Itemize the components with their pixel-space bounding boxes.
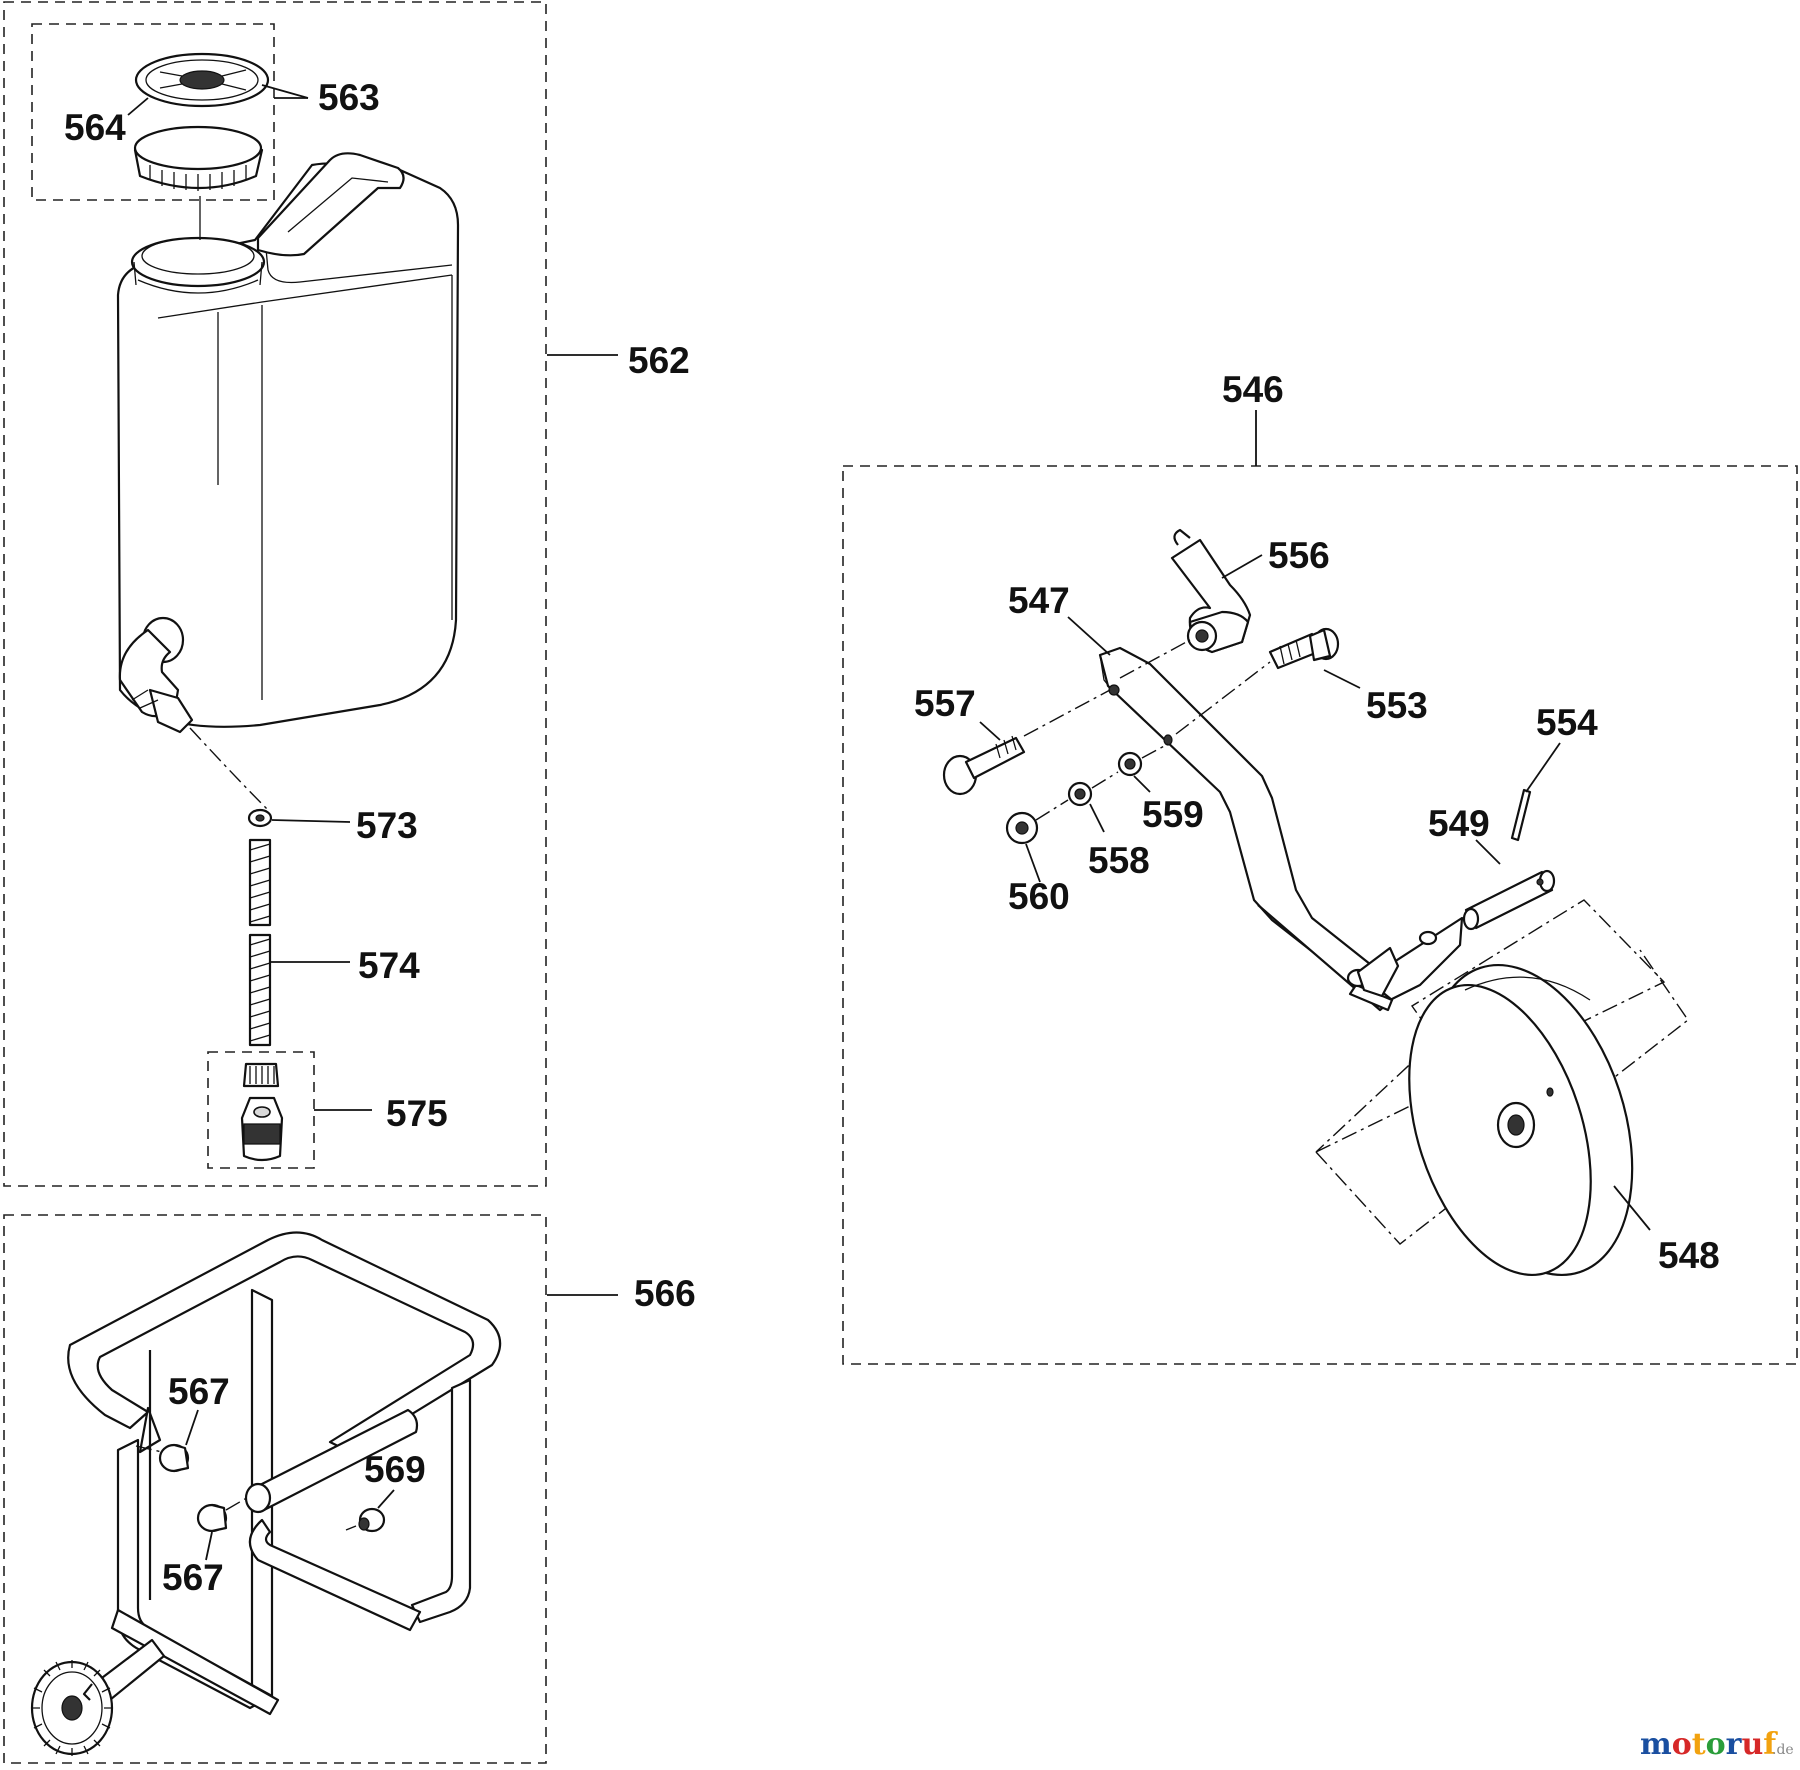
watermark-logo: motoruf .de	[1640, 1727, 1794, 1762]
callout-566: 566	[634, 1273, 696, 1314]
end-cap-lower	[196, 1503, 228, 1533]
watermark-letter: o	[1672, 1727, 1692, 1762]
watermark-letter: f	[1763, 1727, 1778, 1762]
lock-nut	[1005, 811, 1039, 845]
wheel-kit-group	[842, 410, 1798, 1365]
watermark-letter: u	[1741, 1727, 1763, 1762]
suction-hose	[248, 838, 272, 1047]
water-tank	[116, 152, 460, 728]
callout-575: 575	[386, 1093, 448, 1134]
cotter-pin	[1510, 788, 1532, 842]
axle-bolt	[1268, 627, 1340, 670]
callout-560: 560	[1008, 876, 1070, 917]
callout-559: 559	[1142, 794, 1204, 835]
rubber-foot	[358, 1507, 386, 1533]
watermark-letter: t	[1692, 1727, 1706, 1762]
clamp-lever	[1170, 528, 1252, 654]
callout-567-upper: 567	[168, 1371, 230, 1412]
callout-574: 574	[358, 945, 420, 986]
callout-548: 548	[1658, 1235, 1720, 1276]
outlet-elbow	[118, 616, 194, 734]
callout-558: 558	[1088, 840, 1150, 881]
drive-sprocket	[30, 1660, 114, 1756]
callout-553: 553	[1366, 685, 1428, 726]
callout-546: 546	[1222, 369, 1284, 410]
carriage-bolt	[942, 735, 1026, 796]
callout-563: 563	[318, 77, 380, 118]
watermark-suffix: .de	[1772, 1742, 1794, 1758]
end-cap-upper	[158, 1443, 190, 1473]
callout-557: 557	[914, 683, 976, 724]
callout-549: 549	[1428, 803, 1490, 844]
cap-label-disc	[134, 52, 270, 108]
wheel	[1315, 899, 1689, 1277]
callout-554: 554	[1536, 702, 1598, 743]
callout-556: 556	[1268, 535, 1330, 576]
tank-assembly-group	[3, 1, 618, 1187]
wheel-axle	[1462, 869, 1556, 931]
callout-562: 562	[628, 340, 690, 381]
tank-cap	[133, 125, 264, 191]
suction-filter	[240, 1062, 284, 1162]
watermark-letter: o	[1706, 1727, 1726, 1762]
frame-assembly-group	[3, 1214, 618, 1764]
callout-564: 564	[64, 107, 126, 148]
frame	[30, 1231, 502, 1756]
callout-567-lower: 567	[162, 1557, 224, 1598]
callout-573: 573	[356, 805, 418, 846]
hose-clip	[247, 808, 273, 828]
callout-569: 569	[364, 1449, 426, 1490]
callout-547: 547	[1008, 580, 1070, 621]
spring-washer	[1117, 751, 1143, 777]
flat-washer	[1067, 781, 1093, 807]
watermark-letter: r	[1726, 1727, 1743, 1762]
svg-text:motoruf: motoruf	[1640, 1727, 1778, 1762]
wheel-arm	[1098, 646, 1464, 1012]
watermark-letter: m	[1640, 1727, 1672, 1762]
